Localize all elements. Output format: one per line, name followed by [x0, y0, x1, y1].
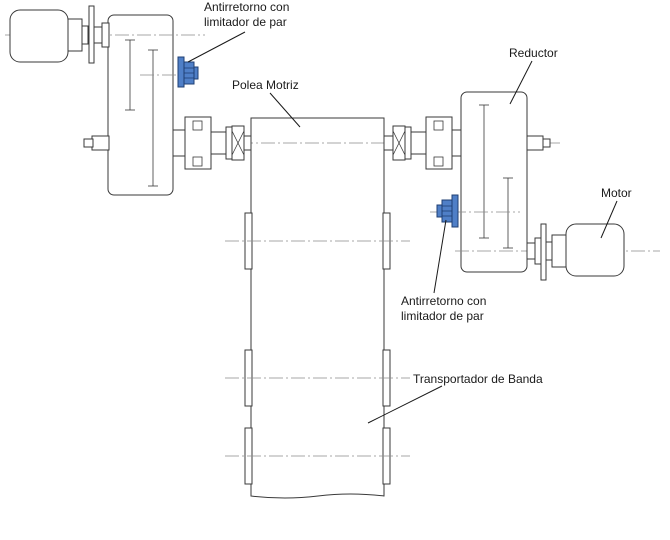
label-motor: Motor [601, 186, 632, 200]
label-antireturn-top-line2: limitador de par [204, 15, 287, 29]
leader-conveyor [367, 385, 443, 424]
belt-conveyor [225, 117, 410, 499]
leader-antireturn-top [187, 31, 246, 63]
label-antireturn-top: Antirretorno con limitador de par [204, 0, 289, 30]
leader-pulley [269, 92, 301, 128]
label-conveyor: Transportador de Banda [413, 372, 543, 386]
leader-reducer [509, 60, 533, 105]
antireturn-bottom [436, 194, 459, 228]
leader-motor [600, 200, 618, 239]
left-motor [9, 5, 110, 64]
label-pulley: Polea Motriz [232, 78, 299, 92]
label-antireturn-top-line1: Antirretorno con [204, 0, 290, 14]
label-reducer: Reductor [509, 46, 558, 60]
left-bearing-coupling [172, 116, 252, 170]
right-motor [526, 223, 625, 281]
label-antireturn-bottom-line1: Antirretorno con [401, 294, 487, 308]
label-antireturn-bottom-line2: limitador de par [401, 309, 484, 323]
leader-antireturn-bottom [433, 219, 447, 294]
label-antireturn-bottom: Antirretorno con limitador de par [401, 294, 486, 324]
right-bearing-coupling [383, 116, 463, 170]
antireturn-top-hub [177, 56, 185, 88]
right-reducer [430, 91, 660, 273]
